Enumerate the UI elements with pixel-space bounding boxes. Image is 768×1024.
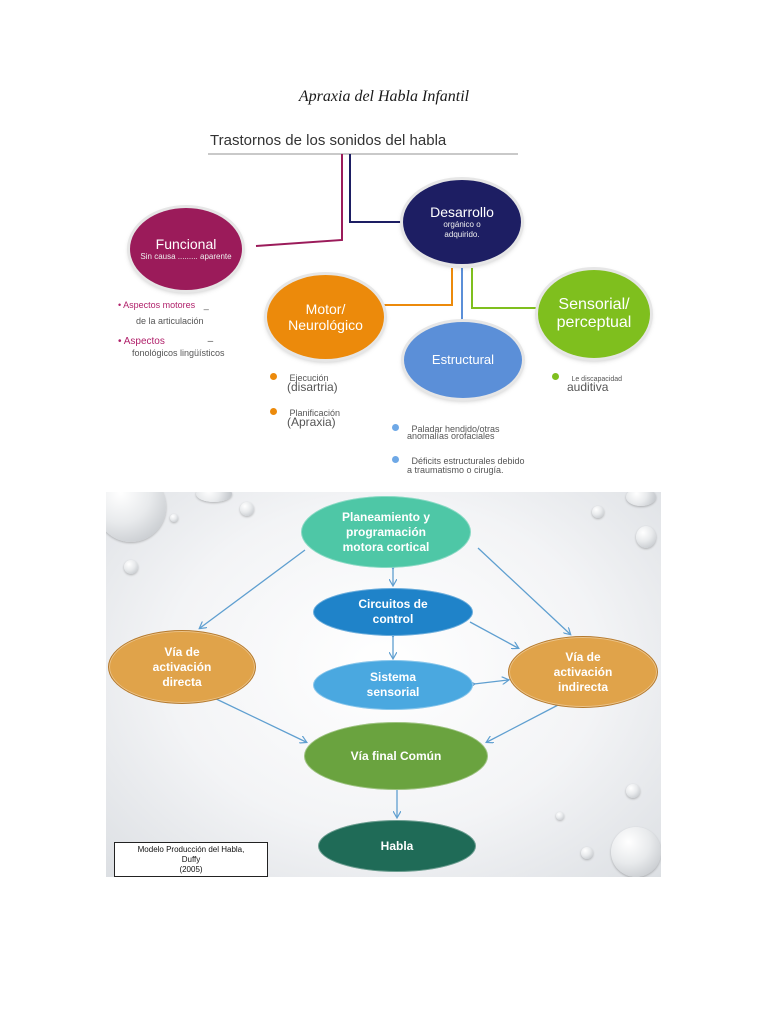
funcional-note-2: de la articulación bbox=[136, 316, 204, 326]
node-final-label: Vía final Común bbox=[350, 748, 442, 763]
node-directa: Vía de activación directa bbox=[108, 630, 256, 704]
arrow-plan-directa bbox=[200, 549, 306, 628]
node-directa-label: Vía de activación directa bbox=[152, 644, 212, 689]
motor-note-1-big: (disartria) bbox=[287, 380, 338, 394]
node-sistema-label: Sistema sensorial bbox=[366, 670, 420, 699]
funcional-note-4: fonológicos lingüísticos bbox=[132, 348, 225, 358]
node-circuitos: Circuitos de control bbox=[313, 588, 473, 636]
water-drop bbox=[636, 526, 656, 548]
funcional-note-1-trail: _ bbox=[203, 300, 209, 310]
node-habla-label: Habla bbox=[380, 838, 414, 853]
funcional-note-3: • Aspectos – bbox=[118, 336, 213, 347]
arrow-plan-indirecta bbox=[477, 547, 570, 634]
connector-motor bbox=[384, 268, 453, 306]
node-final: Vía final Común bbox=[304, 722, 488, 790]
node-motor-label2: Neurológico bbox=[288, 317, 363, 333]
motor-note-1: Ejecución bbox=[270, 368, 328, 386]
water-drop bbox=[626, 492, 656, 506]
connector-funcional bbox=[255, 154, 343, 247]
node-habla: Habla bbox=[318, 820, 476, 872]
estructural-note-2-line2: a traumatismo o cirugía. bbox=[407, 465, 504, 475]
node-funcional-label: Funcional bbox=[155, 236, 217, 252]
citation-line1: Modelo Producción del Habla, bbox=[137, 844, 245, 854]
sensorial-note-1-small: Le discapacidad bbox=[571, 376, 623, 383]
funcional-note-1: • Aspectos motores _ bbox=[118, 300, 209, 310]
citation-line2: Duffy bbox=[181, 854, 201, 864]
node-circuitos-label: Circuitos de control bbox=[358, 597, 428, 626]
motor-note-2-bullet bbox=[270, 408, 277, 416]
arrow-circuitos-indirecta bbox=[469, 621, 518, 648]
node-funcional: Funcional Sin causa ......... aparente bbox=[130, 208, 242, 290]
citation-box: Modelo Producción del Habla, Duffy (2005… bbox=[114, 842, 268, 877]
node-motor: Motor/ Neurológico bbox=[267, 275, 384, 359]
arrow-sistema-indirecta bbox=[474, 680, 508, 684]
water-drop bbox=[124, 560, 138, 574]
funcional-note-3-trail: – bbox=[207, 336, 214, 347]
estructural-note-1: Paladar hendido/otras bbox=[392, 419, 500, 437]
node-desarrollo: Desarrollo orgánico o adquirido. bbox=[403, 180, 521, 264]
node-planeamiento: Planeamiento y programación motora corti… bbox=[301, 496, 471, 568]
arrow-indirecta-final bbox=[487, 703, 561, 742]
node-desarrollo-sub2: adquirido. bbox=[444, 230, 480, 239]
estructural-note-1-line2: anomalías orofaciales bbox=[407, 431, 495, 441]
node-estructural-label: Estructural bbox=[431, 352, 495, 367]
node-sensorial-label2: perceptual bbox=[556, 314, 632, 331]
connector-desarrollo bbox=[349, 154, 406, 223]
node-desarrollo-label: Desarrollo bbox=[430, 204, 494, 220]
estructural-note-1-bullet bbox=[392, 424, 399, 432]
node-indirecta: Vía de activación indirecta bbox=[508, 636, 658, 708]
node-sensorial-label1: Sensorial/ bbox=[558, 296, 630, 313]
root-label: Trastornos de los sonidos del habla bbox=[210, 132, 447, 149]
estructural-note-1-line1: Paladar hendido/otras bbox=[411, 424, 500, 434]
funcional-note-3-text: • Aspectos bbox=[118, 336, 165, 347]
arrow-directa-final bbox=[209, 695, 306, 742]
connector-sensorial bbox=[471, 268, 538, 309]
node-estructural: Estructural bbox=[404, 322, 522, 398]
water-drop bbox=[626, 784, 640, 798]
node-sensorial: Sensorial/ perceptual bbox=[538, 270, 650, 358]
water-drop bbox=[581, 847, 593, 859]
motor-note-1-small: Ejecución bbox=[289, 373, 329, 383]
water-drop bbox=[611, 827, 661, 877]
funcional-note-1-text: • Aspectos motores bbox=[118, 300, 196, 310]
sensorial-note-1-big: auditiva bbox=[567, 380, 609, 394]
water-drop bbox=[240, 502, 254, 516]
node-desarrollo-sub1: orgánico o bbox=[443, 220, 481, 229]
node-motor-label1: Motor/ bbox=[305, 301, 346, 317]
sensorial-note-1-bullet bbox=[552, 373, 559, 381]
node-funcional-sub: Sin causa ......... aparente bbox=[140, 252, 232, 261]
estructural-note-2-line1: Déficits estructurales debido bbox=[411, 456, 525, 466]
motor-note-2-small: Planificación bbox=[289, 408, 340, 418]
root-underline bbox=[208, 153, 518, 155]
top-connectors bbox=[255, 154, 538, 322]
page-title: Apraxia del Habla Infantil bbox=[298, 88, 470, 105]
estructural-note-2-bullet bbox=[392, 456, 399, 464]
water-drop bbox=[592, 506, 604, 518]
estructural-note-2: Déficits estructurales debido bbox=[392, 451, 525, 469]
sensorial-note-1: Le discapacidad bbox=[552, 368, 622, 386]
water-drop bbox=[556, 812, 564, 820]
citation-line3: (2005) bbox=[179, 864, 203, 874]
motor-note-2: Planificación bbox=[270, 403, 340, 421]
water-drop bbox=[170, 514, 178, 522]
motor-note-2-big: (Apraxia) bbox=[287, 415, 336, 429]
water-drop bbox=[196, 492, 232, 502]
motor-note-1-bullet bbox=[270, 373, 277, 381]
node-planeamiento-label: Planeamiento y programación motora corti… bbox=[341, 509, 431, 554]
node-sistema: Sistema sensorial bbox=[313, 660, 473, 710]
node-indirecta-label: Vía de activación indirecta bbox=[553, 649, 613, 694]
